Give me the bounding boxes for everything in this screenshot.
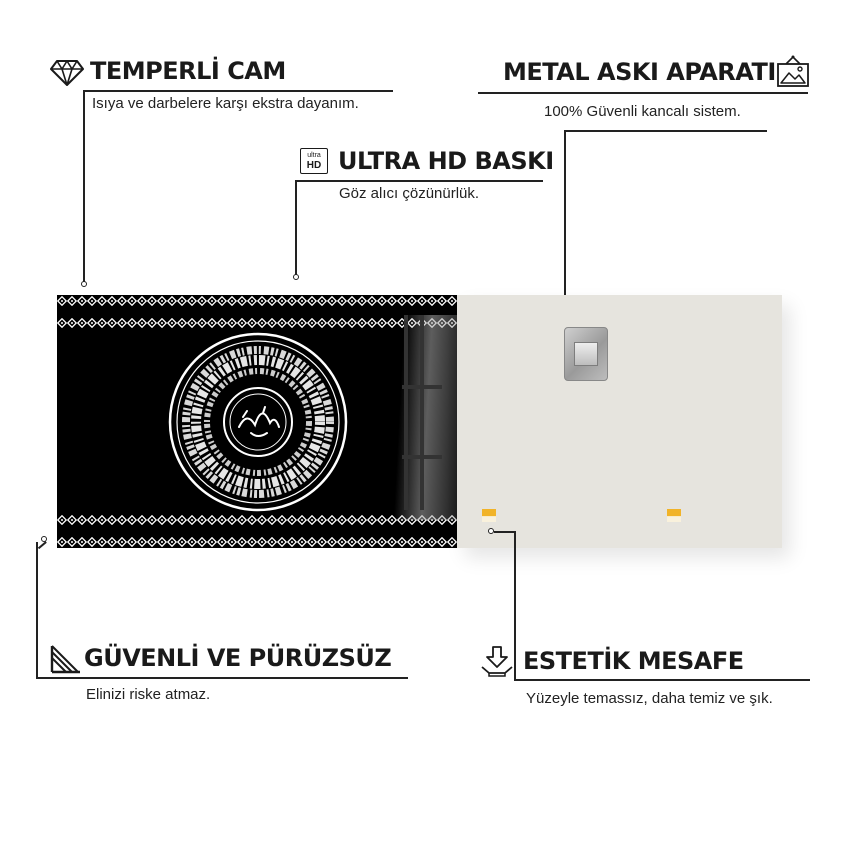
connector-line [564, 130, 767, 132]
feature-title: ESTETİK MESAFE [523, 647, 744, 675]
connector-line [295, 180, 297, 275]
feature-desc: Yüzeyle temassız, daha temiz ve şık. [526, 690, 773, 707]
connector-dot [293, 274, 299, 280]
metal-hanger [564, 327, 608, 381]
connector-line [83, 90, 393, 92]
ultra-hd-badge-bottom: HD [306, 160, 322, 171]
connector-line [295, 180, 543, 182]
feature-desc: Göz alıcı çözünürlük. [339, 185, 480, 202]
connector-line [494, 531, 514, 533]
diamond-icon [50, 59, 84, 87]
bottom-inner-pattern [57, 515, 457, 525]
wall-distance-icon [480, 645, 514, 677]
bottom-border-pattern [57, 537, 457, 547]
feature-title: GÜVENLİ VE PÜRÜZSÜZ [84, 644, 392, 672]
connector-dot [81, 281, 87, 287]
feature-title: METAL ASKI APARATI [503, 58, 776, 86]
ultra-hd-icon: ultra HD [300, 148, 328, 174]
window-frame-reflection [402, 315, 442, 510]
connector-line [564, 130, 566, 320]
connector-line [36, 677, 408, 679]
connector-line [83, 90, 85, 283]
top-inner-pattern [57, 318, 457, 328]
wall-spacer-right [667, 509, 681, 522]
smooth-surface-icon [50, 644, 82, 674]
feature-title: TEMPERLİ CAM [90, 57, 286, 85]
connector-line [478, 92, 808, 94]
picture-hanger-icon [776, 54, 810, 88]
top-border-pattern [57, 296, 457, 306]
connector-line [37, 541, 47, 549]
feature-title: ULTRA HD BASKI [338, 147, 554, 175]
connector-line [514, 531, 516, 679]
connector-line [36, 542, 38, 678]
ultra-hd-badge-top: ultra [307, 152, 321, 159]
calligraphy-medallion [168, 332, 348, 512]
front-glass-panel [57, 295, 457, 548]
feature-desc: Elinizi riske atmaz. [86, 686, 211, 703]
back-panel [457, 295, 782, 548]
feature-desc: Isıya ve darbelere karşı ekstra dayanım. [92, 95, 359, 112]
wall-spacer-left [482, 509, 496, 522]
feature-desc: 100% Güvenli kancalı sistem. [544, 103, 741, 120]
connector-dot [488, 528, 494, 534]
connector-line [514, 679, 810, 681]
